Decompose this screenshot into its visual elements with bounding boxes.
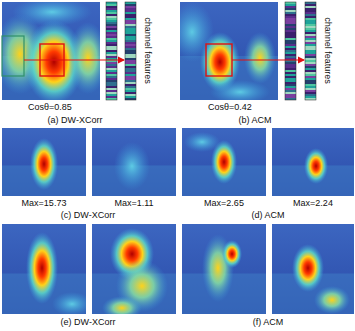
caption-text: Cosθ=0.42 — [208, 102, 252, 113]
caption-text: (f) ACM — [253, 317, 284, 328]
caption-text: Max=2.24 — [293, 198, 333, 209]
caption-text: (e) DW-XCorr — [61, 317, 116, 328]
caption-text: (c) DW-XCorr — [61, 210, 115, 221]
caption-text: (b) ACM — [238, 115, 271, 126]
caption-text: (a) DW-XCorr — [48, 115, 103, 126]
axis-label: channel features — [321, 17, 332, 84]
caption-text: Max=15.73 — [22, 198, 67, 209]
caption-text: Cosθ=0.85 — [28, 102, 72, 113]
caption-text: Max=2.65 — [204, 198, 244, 209]
axis-label: channel features — [141, 17, 152, 84]
caption-text: (d) ACM — [251, 210, 284, 221]
caption-text: Max=1.11 — [114, 198, 153, 209]
